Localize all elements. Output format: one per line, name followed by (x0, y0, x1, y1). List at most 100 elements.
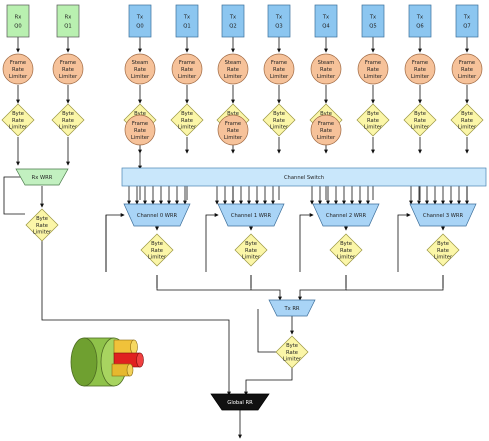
rate-limiter-label: Frame (132, 121, 148, 127)
rate-limiter-label: Frame (459, 60, 475, 66)
diagram-nodes: RxQ0RxQ1TxQ0TxQ1TxQ2TxQ3TxQ4TxQ5TxQ6TxQ7… (1, 4, 487, 411)
byte-rate-limiter-label: Rate (414, 118, 426, 124)
rate-limiter-circle (2, 53, 34, 85)
rate-limiter-label: Limiter (364, 74, 383, 80)
byte-rate-limiter-label: Limiter (283, 357, 302, 363)
tx-queue-label: Tx (229, 14, 236, 20)
rate-limiter-label: Rate (134, 128, 146, 134)
global-rr-label: Global RR (227, 400, 253, 406)
rate-limiter-label: Rate (62, 67, 74, 73)
byte-rate-limiter-label: Rate (151, 248, 163, 254)
rx-queue-label: Rx (65, 14, 72, 20)
rate-limiter-label: Steam (132, 60, 149, 66)
rate-limiter-circle (217, 53, 249, 85)
rate-limiter-label: Rate (181, 67, 193, 73)
rx-wrr (15, 168, 69, 186)
connector-line (299, 213, 314, 272)
tx-queue-label: Q3 (275, 23, 282, 29)
rate-limiter-label: Frame (365, 60, 381, 66)
tx-rr (268, 299, 316, 317)
tx-queue-label: Tx (136, 14, 143, 20)
channel-wrr (123, 203, 191, 227)
byte-rate-limiter-label: Limiter (411, 125, 430, 131)
byte-rate-limiter-label: Limiter (364, 125, 383, 131)
tx-queue-label: Tx (416, 14, 423, 20)
connector-line (3, 176, 25, 215)
rate-limiter-circle (52, 53, 84, 85)
byte-rate-limiter (356, 103, 390, 137)
rate-limiter-label: Frame (225, 121, 241, 127)
byte-rate-limiter-label: Byte (36, 216, 48, 222)
byte-rate-limiter (275, 335, 309, 369)
rx-queue-label: Rx (15, 14, 22, 20)
connector-line (257, 309, 277, 353)
byte-rate-limiter-label: Limiter (148, 255, 167, 261)
byte-rate-limiter-label: Rate (340, 248, 352, 254)
rate-limiter-label: Rate (367, 67, 379, 73)
rate-limiter-label: Frame (412, 60, 428, 66)
rate-limiter-circle (217, 114, 249, 146)
connector-line (156, 275, 282, 301)
channel-wrr-label: Channel 1 WRR (231, 213, 272, 219)
connector-lines (3, 37, 469, 439)
rate-limiter-circle (310, 53, 342, 85)
tx-queue (175, 4, 199, 38)
rate-limiter-label: Rate (414, 67, 426, 73)
byte-rate-limiter-label: Limiter (178, 125, 197, 131)
channel-wrr (312, 203, 380, 227)
byte-rate-limiter-label: Byte (151, 241, 163, 247)
byte-rate-limiter-label: Limiter (337, 255, 356, 261)
connector-line (105, 213, 125, 272)
rate-limiter-label: Limiter (270, 74, 289, 80)
channel-wrr (409, 203, 477, 227)
tx-queue-label: Q7 (463, 23, 470, 29)
channel-switch-label: Channel Switch (284, 175, 324, 181)
byte-rate-limiter-label: Byte (227, 111, 239, 117)
rx-queue-label: Q0 (14, 23, 21, 29)
rate-limiter-label: Rate (320, 67, 332, 73)
tx-queue (455, 4, 479, 38)
tx-queue-label: Tx (275, 14, 282, 20)
connector-line (397, 213, 411, 272)
channel-wrr-label: Channel 0 WRR (137, 213, 178, 219)
byte-rate-limiter-label: Limiter (458, 125, 477, 131)
tx-queue-label: Q4 (322, 23, 330, 29)
byte-rate-limiter-label: Limiter (434, 255, 453, 261)
rate-limiter-label: Limiter (458, 74, 477, 80)
byte-rate-limiter-label: Rate (245, 248, 257, 254)
channel-switch (121, 167, 487, 187)
byte-rate-limiter (450, 103, 484, 137)
tx-queue (267, 4, 291, 38)
byte-rate-limiter-label: Byte (245, 241, 257, 247)
byte-rate-limiter-label: Rate (461, 118, 473, 124)
rate-limiter-label: Steam (318, 60, 335, 66)
connector-line (298, 275, 347, 301)
byte-rate-limiter (329, 233, 363, 267)
tx-queue-label: Q6 (416, 23, 423, 29)
tx-queue-label: Q5 (369, 23, 376, 29)
byte-rate-limiter-label: Byte (286, 343, 298, 349)
rate-limiter-label: Limiter (131, 135, 150, 141)
rate-limiter-label: Rate (227, 67, 239, 73)
rate-limiter-label: Rate (320, 128, 332, 134)
rate-limiter-label: Rate (273, 67, 285, 73)
rate-limiter-label: Frame (10, 60, 26, 66)
byte-rate-limiter-label: Limiter (242, 255, 261, 261)
byte-rate-limiter-label: Byte (340, 241, 352, 247)
byte-rate-limiter-label: Rate (36, 223, 48, 229)
tx-queue (361, 4, 385, 38)
rx-queue (6, 4, 30, 38)
byte-rate-limiter-label: Limiter (59, 125, 78, 131)
byte-rate-limiter-label: Rate (273, 118, 285, 124)
byte-rate-limiter-label: Byte (62, 111, 74, 117)
tx-queue (408, 4, 432, 38)
rate-limiter-label: Frame (60, 60, 76, 66)
byte-rate-limiter (170, 103, 204, 137)
byte-rate-limiter-label: Byte (273, 111, 285, 117)
byte-rate-limiter-label: Rate (367, 118, 379, 124)
rate-limiter-circle (124, 53, 156, 85)
byte-rate-limiter (262, 103, 296, 137)
rate-limiter-label: Steam (225, 60, 242, 66)
rate-limiter-circle (263, 53, 295, 85)
